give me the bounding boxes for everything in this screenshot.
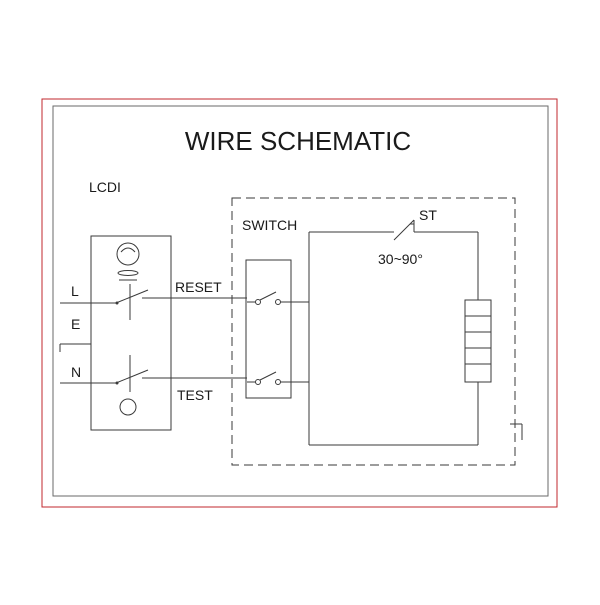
- outer-frame: [41, 98, 558, 508]
- terminal-l-label: L: [71, 283, 79, 299]
- thermostat-range-label: 30~90°: [378, 251, 423, 267]
- terminal-n-label: N: [71, 364, 81, 380]
- switch-label: SWITCH: [242, 217, 297, 233]
- thermostat-label: ST: [419, 207, 437, 223]
- terminal-e-label: E: [71, 316, 80, 332]
- lcdi-label: LCDI: [89, 179, 121, 195]
- lcdi-body: [90, 235, 172, 431]
- lcdi-lens-icon: [120, 247, 136, 253]
- lcdi-n-contact: [60, 355, 247, 392]
- lcdi-test-button-icon: [119, 398, 137, 416]
- heating-element: [464, 299, 492, 383]
- lcdi-indicator-icon: [116, 242, 140, 266]
- lcdi-device: [90, 235, 172, 431]
- heater-circuit: [308, 231, 479, 446]
- ground-symbol-left-icon: [59, 343, 91, 352]
- reset-label: RESET: [175, 279, 222, 295]
- switch-housing: [245, 259, 292, 399]
- inner-frame: [52, 105, 549, 497]
- diagram-title: WIRE SCHEMATIC: [185, 126, 411, 156]
- switch-box: [245, 259, 309, 399]
- heating-element-body: [464, 299, 492, 383]
- ground-symbol-right-icon: [510, 423, 523, 440]
- lcdi-lens-base: [117, 270, 139, 276]
- test-label: TEST: [177, 387, 213, 403]
- appliance-enclosure: [231, 197, 516, 466]
- lcdi-l-contact: [60, 284, 247, 320]
- thermostat-switch: [393, 219, 415, 241]
